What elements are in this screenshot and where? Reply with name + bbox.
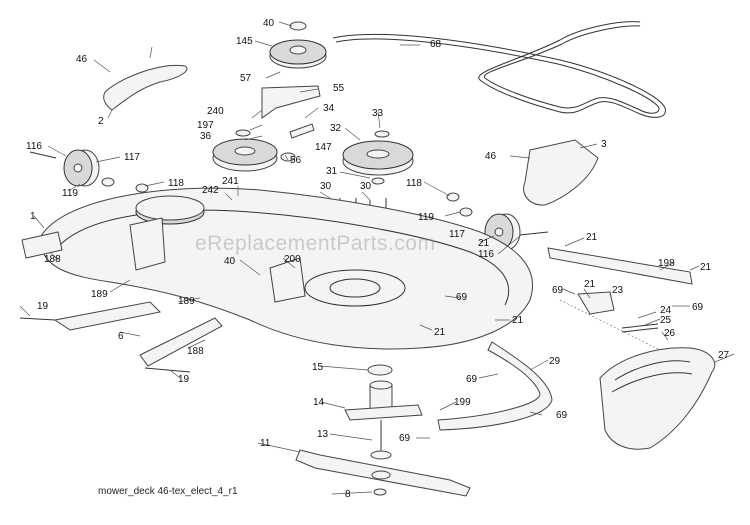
callout-119: 119 xyxy=(62,188,78,199)
diagram-caption: mower_deck 46-tex_elect_4_r1 xyxy=(98,486,238,497)
leader-lines xyxy=(19,21,735,495)
callout-46: 46 xyxy=(76,54,88,65)
callout-69: 69 xyxy=(456,292,468,303)
baffle-198 xyxy=(547,247,693,285)
callout-188: 188 xyxy=(187,346,204,357)
callout-labels: 40 145 68 46 57 55 2 240 34 33 197 32 36… xyxy=(26,18,730,500)
callout-118: 118 xyxy=(406,178,422,189)
callout-145: 145 xyxy=(236,36,253,47)
callout-34: 34 xyxy=(323,103,335,114)
callout-119: 119 xyxy=(418,212,434,223)
callout-8: 8 xyxy=(345,489,351,500)
callout-21: 21 xyxy=(512,315,524,326)
callout-1: 1 xyxy=(30,211,36,222)
callout-36: 36 xyxy=(200,131,212,142)
callout-19: 19 xyxy=(37,301,49,312)
bracket-23 xyxy=(577,291,615,315)
callout-21: 21 xyxy=(586,232,598,243)
callout-69: 69 xyxy=(692,302,704,313)
callout-241: 241 xyxy=(222,176,239,187)
blade-spindle-14 xyxy=(344,364,423,460)
idler-arm-55 xyxy=(261,85,321,119)
callout-6: 6 xyxy=(118,331,124,342)
callout-40: 40 xyxy=(263,18,275,29)
callout-69: 69 xyxy=(466,374,478,385)
callout-118: 118 xyxy=(168,178,184,189)
callout-189: 189 xyxy=(178,296,195,307)
baffle-199 xyxy=(437,341,553,431)
drive-belt xyxy=(332,21,666,118)
callout-30: 30 xyxy=(360,181,372,192)
callout-242: 242 xyxy=(202,185,219,196)
spring-24 xyxy=(621,323,659,333)
lift-link-6 xyxy=(19,301,223,373)
callout-27: 27 xyxy=(718,350,730,361)
callout-116: 116 xyxy=(478,249,494,260)
callout-198: 198 xyxy=(658,258,675,269)
callout-21: 21 xyxy=(478,238,490,249)
callout-24: 24 xyxy=(660,305,672,316)
callout-31: 31 xyxy=(326,166,338,177)
callout-21: 21 xyxy=(434,327,446,338)
callout-33: 33 xyxy=(372,108,384,119)
callout-147: 147 xyxy=(315,142,332,153)
callout-117: 117 xyxy=(449,229,465,240)
callout-117: 117 xyxy=(124,152,140,163)
callout-2: 2 xyxy=(98,116,104,127)
gauge-wheel-left xyxy=(29,149,149,193)
callout-197: 197 xyxy=(197,120,214,131)
callout-11: 11 xyxy=(260,438,271,449)
belt-guard-2 xyxy=(103,64,188,111)
callout-56: 56 xyxy=(290,155,302,166)
pulley-36 xyxy=(212,138,278,172)
callout-68: 68 xyxy=(430,39,442,50)
callout-25: 25 xyxy=(660,315,672,326)
belt-guard-3 xyxy=(523,139,599,206)
callout-30: 30 xyxy=(320,181,332,192)
callout-57: 57 xyxy=(240,73,252,84)
callout-14: 14 xyxy=(313,397,325,408)
callout-69: 69 xyxy=(399,433,411,444)
callout-40: 40 xyxy=(224,256,236,267)
callout-19: 19 xyxy=(178,374,190,385)
callout-69: 69 xyxy=(556,410,568,421)
callout-13: 13 xyxy=(317,429,329,440)
pulley-32 xyxy=(342,130,414,185)
callout-29: 29 xyxy=(549,356,561,367)
callout-55: 55 xyxy=(333,83,345,94)
callout-46: 46 xyxy=(485,151,497,162)
callout-188: 188 xyxy=(44,254,61,265)
callout-240: 240 xyxy=(207,106,224,117)
callout-32: 32 xyxy=(330,123,342,134)
callout-21: 21 xyxy=(584,279,596,290)
callout-15: 15 xyxy=(312,362,324,373)
callout-3: 3 xyxy=(601,139,607,150)
callout-26: 26 xyxy=(664,328,676,339)
idler-pulley-145 xyxy=(269,21,327,69)
callout-69: 69 xyxy=(552,285,564,296)
callout-23: 23 xyxy=(612,285,624,296)
callout-189: 189 xyxy=(91,289,108,300)
mower-deck-housing xyxy=(21,187,534,350)
callout-200: 200 xyxy=(284,254,301,265)
watermark: eReplacementParts.com xyxy=(195,232,436,255)
callout-116: 116 xyxy=(26,141,42,152)
callout-199: 199 xyxy=(454,397,471,408)
callout-21: 21 xyxy=(700,262,712,273)
